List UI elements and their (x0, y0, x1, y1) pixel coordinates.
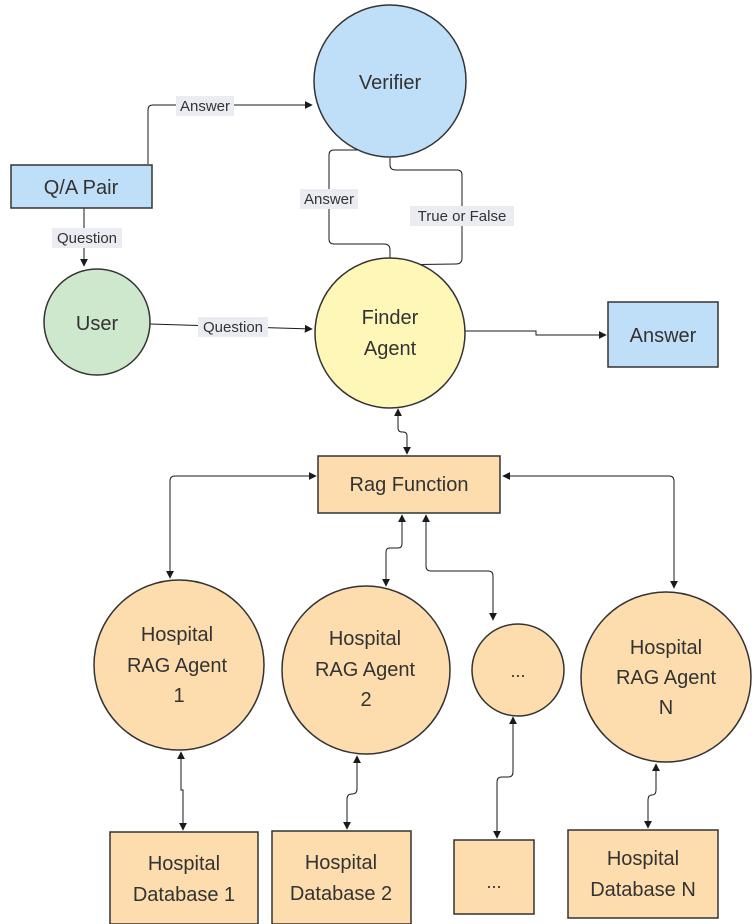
db2-label-line1: Hospital (305, 852, 377, 874)
edge-label-true-false: True or False (410, 206, 514, 226)
edge-qa-to-verifier (147, 101, 313, 164)
edge-agentN-dbN (644, 763, 660, 829)
agentN-label-line1: Hospital (630, 637, 702, 659)
dbN-label-line1: Hospital (607, 848, 679, 870)
verifier-label: Verifier (359, 72, 422, 94)
agentN-label-line2: RAG Agent (616, 667, 717, 689)
edge-rag-agent2 (382, 514, 406, 587)
answer-node[interactable]: Answer (607, 301, 719, 368)
ellipsis-database-node[interactable]: ... (453, 839, 535, 915)
qa-pair-node[interactable]: Q/A Pair (10, 164, 153, 209)
edge-finder-rag (394, 408, 411, 455)
svg-text:Question: Question (57, 230, 117, 247)
edge-label-qa-question: Question (52, 228, 122, 248)
qa-pair-label: Q/A Pair (44, 177, 119, 199)
db1-label-line2: Database 1 (133, 884, 235, 906)
edge-label-finder-answer: Answer (300, 189, 358, 209)
edge-label-user-question: Question (198, 317, 268, 337)
edge-verifier-to-finder (381, 158, 463, 269)
answer-label: Answer (630, 325, 697, 347)
svg-text:Question: Question (203, 319, 263, 336)
edge-rag-agentN (502, 472, 678, 589)
edge-ellipsis-agent-db (493, 716, 517, 839)
finder-agent-label-line1: Finder (362, 307, 419, 329)
db1-label-line1: Hospital (148, 853, 220, 875)
edge-rag-agent1 (166, 472, 317, 579)
rag-function-node[interactable]: Rag Function (317, 455, 501, 514)
user-label: User (76, 313, 119, 335)
edge-finder-to-answer (465, 330, 607, 339)
edge-label-qa-answer: Answer (176, 96, 234, 116)
user-node[interactable]: User (43, 268, 151, 376)
ellipsis-db-label: ... (486, 872, 501, 892)
dbN-label-line2: Database N (590, 879, 696, 901)
finder-agent-node[interactable]: Finder Agent (314, 257, 466, 409)
agent2-label-line2: RAG Agent (315, 659, 416, 681)
hospital-rag-agent-n-node[interactable]: Hospital RAG Agent N (580, 591, 752, 763)
agent1-label-line3: 1 (173, 685, 184, 707)
edge-rag-ellipsis (422, 514, 497, 621)
agent1-label-line2: RAG Agent (127, 655, 228, 677)
finder-agent-label-line2: Agent (364, 338, 417, 360)
hospital-database-2-node[interactable]: Hospital Database 2 (271, 830, 412, 924)
verifier-node[interactable]: Verifier (313, 4, 467, 158)
hospital-rag-agent-1-node[interactable]: Hospital RAG Agent 1 (93, 579, 265, 751)
svg-text:Answer: Answer (180, 98, 230, 115)
ellipsis-agent-label: ... (510, 661, 525, 681)
edge-agent1-db1 (177, 751, 187, 831)
agent1-label-line1: Hospital (141, 624, 213, 646)
agent2-label-line3: 2 (360, 689, 371, 711)
edge-finder-to-verifier (328, 146, 397, 258)
agent2-label-line1: Hospital (329, 628, 401, 650)
svg-text:True or False: True or False (418, 208, 507, 225)
agentN-label-line3: N (659, 697, 673, 719)
edge-agent2-db2 (343, 755, 361, 830)
hospital-database-n-node[interactable]: Hospital Database N (567, 829, 719, 919)
db2-label-line2: Database 2 (290, 883, 392, 905)
rag-function-label: Rag Function (350, 474, 469, 496)
svg-text:Answer: Answer (304, 191, 354, 208)
hospital-rag-agent-2-node[interactable]: Hospital RAG Agent 2 (281, 585, 451, 755)
ellipsis-agent-node[interactable]: ... (471, 623, 565, 717)
hospital-database-1-node[interactable]: Hospital Database 1 (109, 831, 259, 924)
